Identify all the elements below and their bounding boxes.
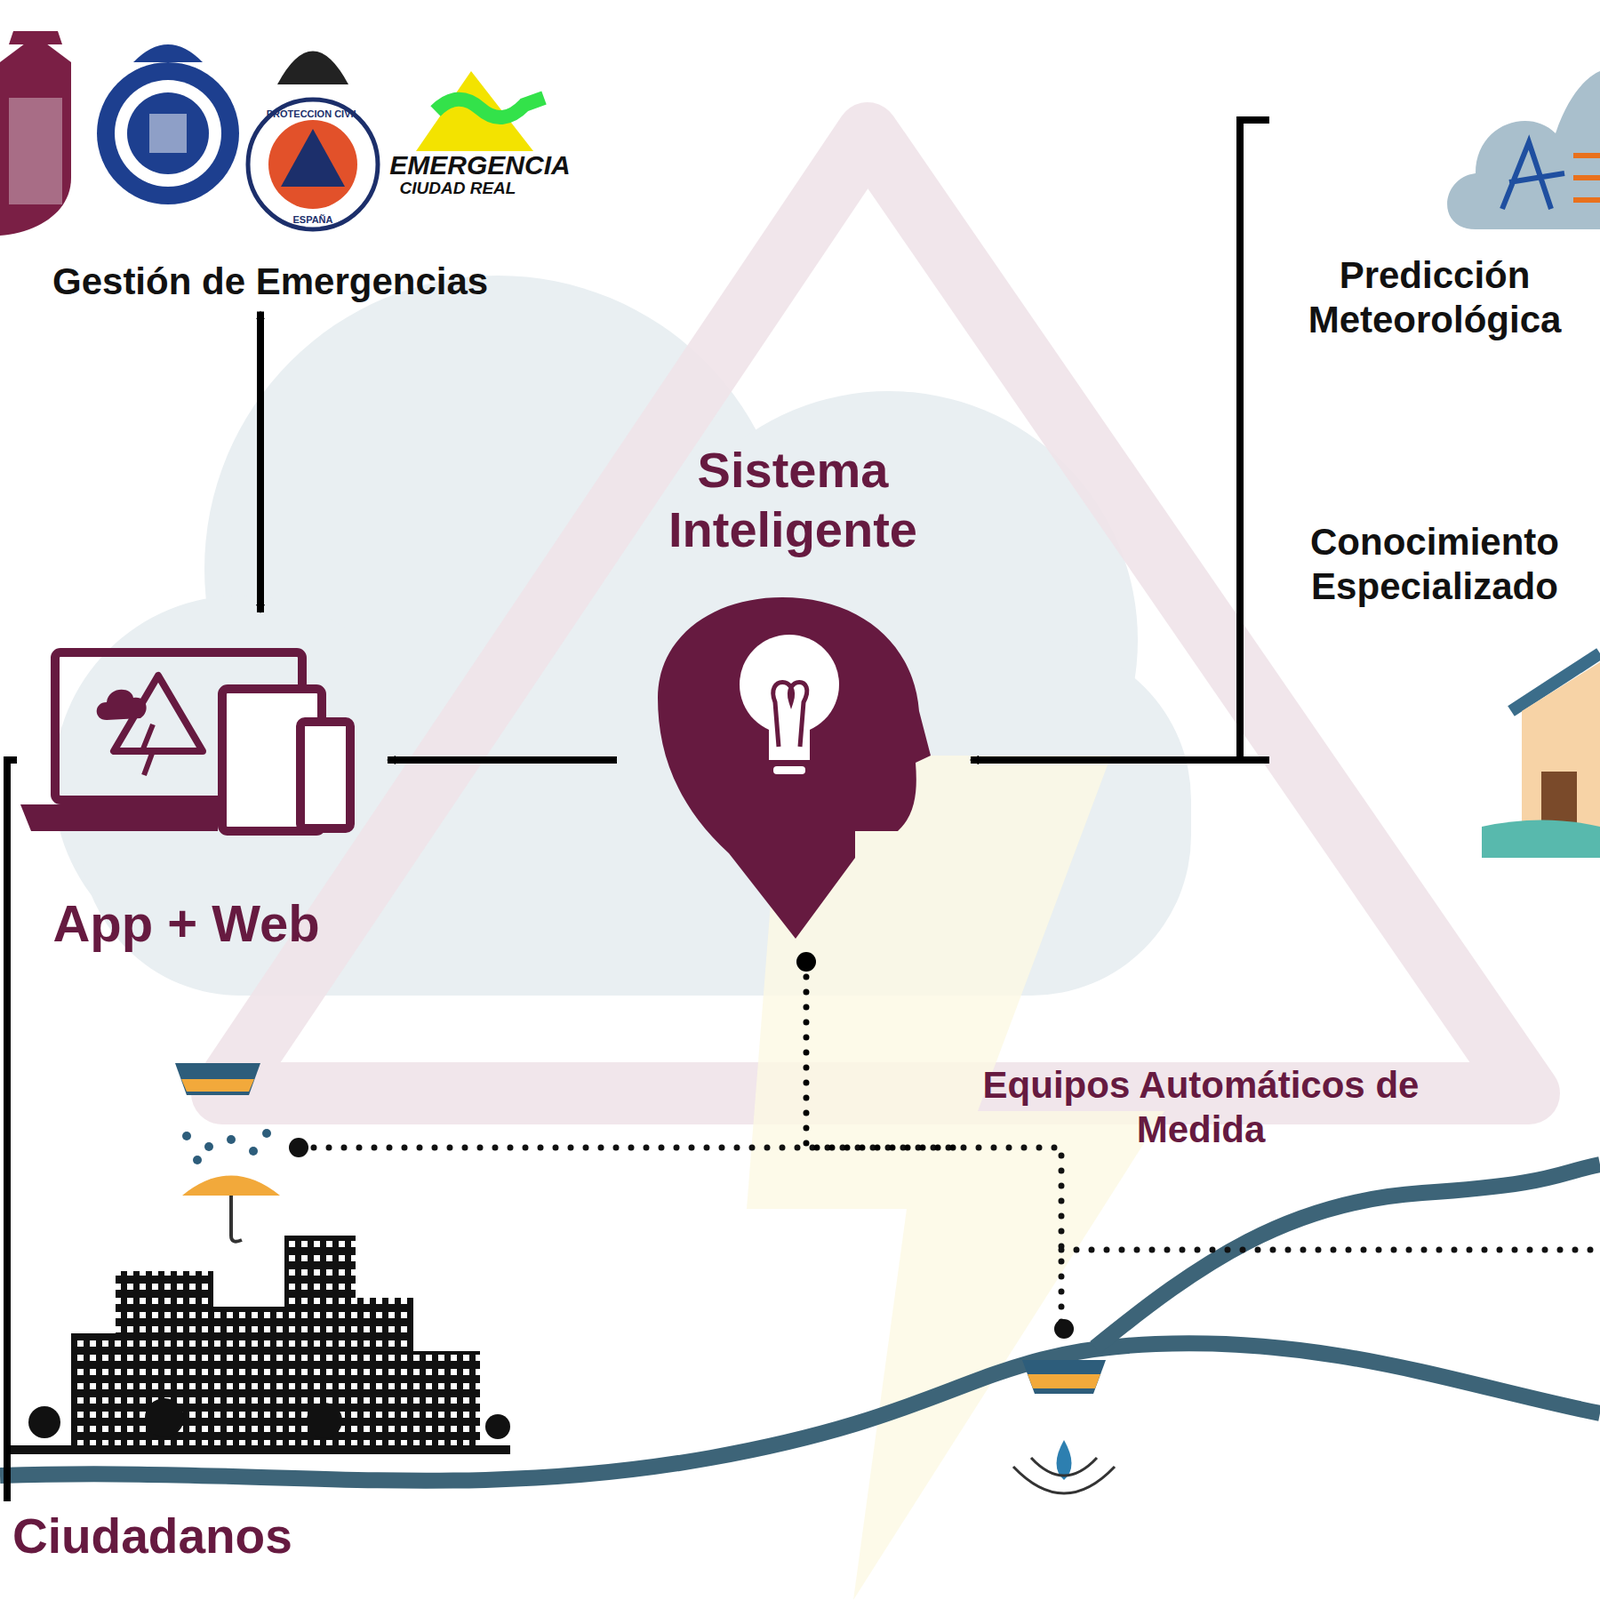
illustration-part [284, 1235, 356, 1449]
illustration-part [20, 804, 218, 832]
illustration-part [96, 689, 147, 720]
citizens-node: Ciudadanos [12, 1506, 293, 1566]
illustration-part [96, 62, 240, 205]
illustration-part [268, 120, 358, 209]
logo-text: EMERGENCIA [389, 150, 570, 180]
illustration-part [1054, 1319, 1074, 1339]
illustration-part [175, 1063, 261, 1096]
intelligent-system-node: Sistema Inteligente [624, 440, 962, 943]
logo-text: PROTECCION CIVIL [266, 108, 360, 120]
illustration-part [435, 97, 544, 118]
arrow-connector [970, 756, 1270, 764]
node-label: Gestión de Emergencias [52, 259, 488, 304]
illustration-part [192, 1155, 202, 1165]
arrow-connector [7, 760, 17, 1502]
illustration-part [127, 92, 209, 175]
node-label: Conocimiento Especializado [1274, 520, 1595, 610]
emergency-management-group: Gestión de Emergencias [52, 259, 488, 304]
illustration-part [248, 99, 378, 230]
illustration-part [182, 1131, 192, 1141]
illustration-part [181, 1079, 255, 1092]
illustration-part [1027, 1374, 1101, 1389]
illustration-part [1022, 1360, 1106, 1394]
illustration-part [133, 44, 203, 63]
illustration-part [114, 80, 222, 187]
measuring-equipment-node: Equipos Automáticos de Medida [969, 1063, 1432, 1171]
node-label: Predicción Meteorológica [1274, 253, 1595, 344]
illustration-part [1447, 71, 1600, 230]
illustration-part [8, 1445, 511, 1455]
illustration-part [1095, 1164, 1600, 1348]
illustration-part [306, 1402, 343, 1439]
illustration-part [226, 1135, 236, 1144]
illustration-part [657, 597, 931, 939]
app-web-node: App + Web [20, 648, 352, 955]
illustration-part [1541, 771, 1577, 827]
illustration-part [1502, 142, 1565, 209]
illustration-part [208, 1306, 289, 1449]
logo-text: CIUDAD REAL [400, 179, 517, 199]
arrow-connector [970, 120, 1270, 760]
illustration-part [8, 1235, 511, 1455]
node-label: Equipos Automáticos de Medida [969, 1063, 1432, 1153]
logo-text: ESPAÑA [292, 214, 333, 225]
illustration-part [298, 1147, 1600, 1325]
node-label: Ciudadanos [12, 1506, 293, 1566]
illustration-part [773, 682, 808, 748]
illustration-part [408, 1351, 480, 1449]
illustration-part [288, 1137, 309, 1158]
weather-forecast-node: Predicción Meteorológica [1274, 50, 1595, 344]
illustration-part [277, 51, 349, 86]
illustration-part [768, 724, 810, 760]
illustration-part [485, 1414, 511, 1440]
illustration-part [0, 35, 72, 236]
illustration-part [351, 1297, 414, 1449]
illustration-part [0, 31, 544, 236]
node-label: Sistema Inteligente [624, 440, 962, 560]
illustration-part [231, 1195, 242, 1242]
illustration-part [115, 1271, 214, 1449]
node-label: App + Web [20, 892, 352, 955]
illustration-part [8, 97, 63, 205]
illustration-part [773, 766, 806, 775]
illustration-part [144, 1398, 184, 1438]
illustration-part [1521, 662, 1600, 827]
illustration-part [204, 1142, 214, 1152]
dotted-connector [806, 961, 965, 1148]
illustration-part [1481, 820, 1600, 859]
illustration-part [182, 1176, 280, 1197]
illustration-part [262, 1128, 272, 1138]
illustration-part [1573, 155, 1600, 200]
expert-knowledge-node: Conocimiento Especializado [1274, 520, 1595, 858]
illustration-part [8, 31, 63, 45]
illustration-part [149, 113, 187, 153]
illustration-part [55, 652, 351, 832]
illustration-part [28, 1406, 61, 1439]
arrow-connector [256, 311, 264, 613]
illustration-part [248, 1146, 258, 1156]
illustration-part [300, 721, 351, 829]
illustration-part [280, 128, 345, 187]
arrow-connector [387, 756, 617, 764]
illustration-part [1013, 1457, 1115, 1494]
illustration-part [182, 1128, 272, 1165]
illustration-part [142, 724, 153, 776]
